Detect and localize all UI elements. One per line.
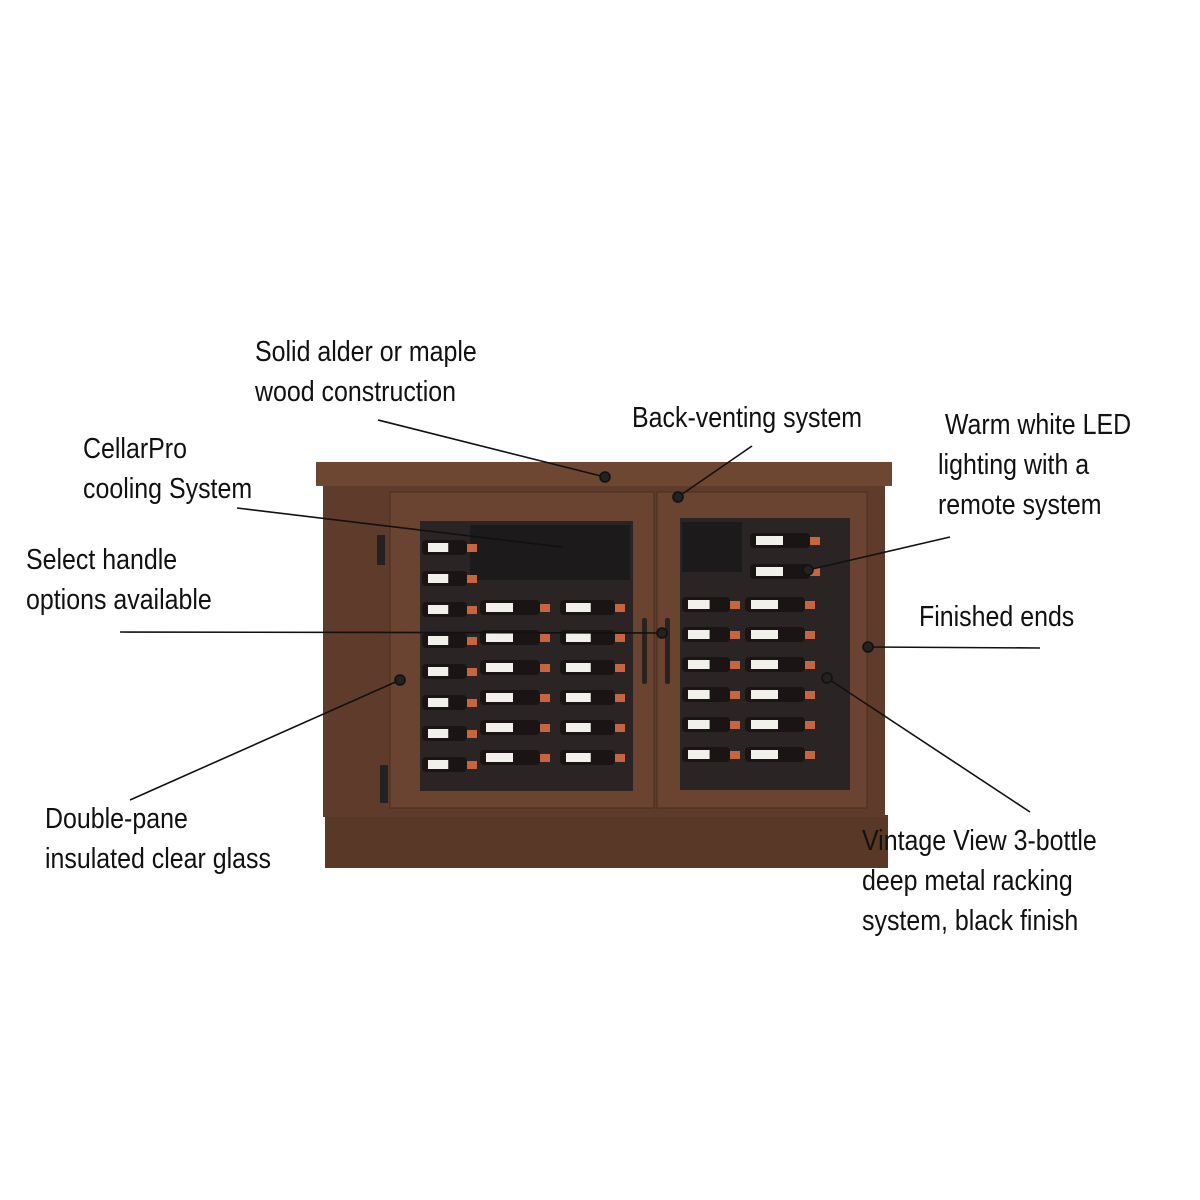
wine-bottle <box>422 695 477 710</box>
wine-bottle <box>682 657 740 672</box>
callout-text: wood construction <box>255 376 457 408</box>
callout-venting: Back-venting system <box>632 398 862 438</box>
callout-text: cooling System <box>83 473 253 505</box>
wine-bottle <box>745 657 815 672</box>
wine-bottle <box>745 687 815 702</box>
cabinet <box>316 462 892 868</box>
wine-bottle <box>560 600 625 615</box>
wine-bottle <box>480 600 550 615</box>
wine-bottle <box>745 597 815 612</box>
leader-lighting <box>807 536 951 571</box>
wine-bottle <box>422 726 477 741</box>
wine-bottle <box>682 597 740 612</box>
callout-glass: Double-pane insulated clear glass <box>45 799 271 879</box>
wine-bottle <box>682 627 740 642</box>
wine-bottle <box>422 540 477 555</box>
dot-lighting <box>802 564 814 576</box>
hinge-bottom <box>380 765 388 803</box>
wine-bottle <box>422 664 477 679</box>
callout-text: Select handle <box>26 544 178 576</box>
wine-bottle <box>560 660 625 675</box>
wine-bottles <box>422 533 820 772</box>
callout-text: Back-venting system <box>632 402 863 434</box>
callout-lines <box>119 419 1041 813</box>
wine-bottle <box>422 571 477 586</box>
dot-ends <box>862 641 874 653</box>
callout-text: CellarPro <box>83 433 187 465</box>
leader-ends <box>867 646 1041 649</box>
wine-bottle <box>682 717 740 732</box>
wine-bottle <box>480 720 550 735</box>
wine-bottle <box>480 630 550 645</box>
callout-lighting: Warm white LED lighting with a remote syst… <box>938 405 1131 525</box>
callout-text: Vintage View 3-bottle <box>862 825 1097 857</box>
wine-bottle <box>682 747 740 762</box>
wine-bottle <box>480 660 550 675</box>
wine-bottle <box>745 747 815 762</box>
callout-cooling: CellarPro cooling System <box>83 429 252 509</box>
wine-bottle <box>422 602 477 617</box>
wine-bottle <box>480 690 550 705</box>
cabinet-base <box>325 815 888 868</box>
wine-bottle <box>745 627 815 642</box>
wine-bottle <box>422 633 477 648</box>
callout-text: system, black finish <box>862 905 1079 937</box>
dot-glass <box>394 674 406 686</box>
left-handle[interactable] <box>642 618 647 684</box>
callout-text: lighting with a <box>938 449 1090 481</box>
wine-bottle <box>560 630 625 645</box>
leader-racking <box>826 677 1031 813</box>
dot-handle <box>656 627 668 639</box>
leader-construction <box>377 419 606 478</box>
wine-bottle <box>422 757 477 772</box>
callout-text: Solid alder or maple <box>255 336 477 368</box>
wine-bottle <box>745 717 815 732</box>
wine-bottle <box>560 720 625 735</box>
wine-bottle <box>750 533 820 548</box>
cooling-unit-right <box>682 522 742 572</box>
callout-text: deep metal racking <box>862 865 1073 897</box>
wine-bottle <box>560 690 625 705</box>
right-handle[interactable] <box>665 618 670 684</box>
callout-handle: Select handle options available <box>26 540 212 620</box>
leader-venting <box>677 445 753 498</box>
callout-text: Finished ends <box>919 601 1075 633</box>
wine-bottle <box>682 687 740 702</box>
callout-ends: Finished ends <box>919 597 1074 637</box>
callout-text: remote system <box>938 489 1102 521</box>
callout-text: options available <box>26 584 212 616</box>
leader-cooling <box>236 507 563 548</box>
hinge-top <box>377 535 385 565</box>
callout-racking: Vintage View 3-bottle deep metal racking s… <box>862 821 1097 941</box>
callout-text: insulated clear glass <box>45 843 271 875</box>
wine-bottle <box>480 750 550 765</box>
callout-text: Double-pane <box>45 803 188 835</box>
callout-construction: Solid alder or maple wood construction <box>255 332 477 412</box>
wine-bottle <box>750 564 820 579</box>
wine-bottle <box>560 750 625 765</box>
dot-construction <box>599 471 611 483</box>
leader-handle <box>119 631 663 634</box>
dot-venting <box>672 491 684 503</box>
dot-racking <box>821 672 833 684</box>
leader-glass <box>129 679 401 801</box>
cooling-unit <box>470 525 630 580</box>
callout-text: Warm white LED <box>938 409 1132 441</box>
